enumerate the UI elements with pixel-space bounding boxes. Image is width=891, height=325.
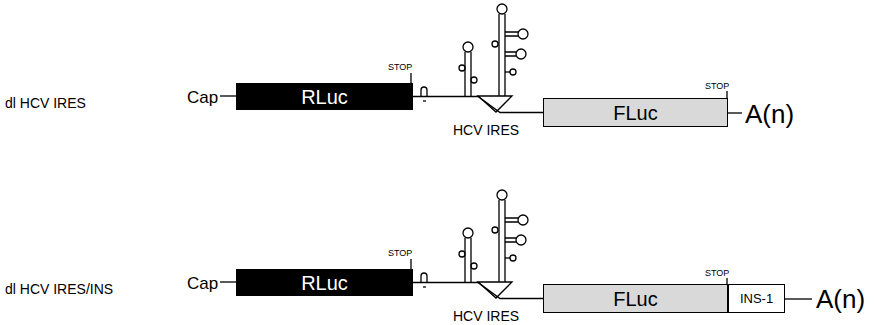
polya-line [785,298,812,299]
gene-name: RLuc [301,273,348,293]
annotation: STOP [705,269,729,278]
annotation: STOP [388,249,412,258]
annotation: HCV IRES [453,309,519,323]
gene-name: FLuc [613,289,657,309]
annotation: STOP [705,82,729,91]
gene-box: INS-1 [728,284,785,313]
mrna-line [413,283,543,299]
gene-name: FLuc [613,103,657,123]
annotation: HCV IRES [453,123,519,137]
stop-tick [410,73,411,83]
cap-line [220,95,236,96]
gene-name: RLuc [301,87,348,107]
annotation: A(n) [745,101,794,127]
annotation: A(n) [816,286,865,312]
annotation: Cap [187,89,218,106]
gene-box: FLuc [543,98,728,127]
gene-box: RLuc [236,269,413,296]
annotation: dl HCV IRES/INS [5,282,113,296]
ires-structure [421,190,528,298]
polya-line [728,112,742,113]
annotation: STOP [388,63,412,72]
gene-name: INS-1 [740,292,773,305]
stop-tick [726,91,727,98]
gene-box: RLuc [236,83,413,110]
cap-line [220,281,236,282]
ires-structure [421,4,528,112]
gene-box: FLuc [543,284,728,313]
stop-tick [410,259,411,269]
annotation: Cap [187,275,218,292]
mrna-line [413,97,543,113]
annotation: dl HCV IRES [5,96,86,110]
